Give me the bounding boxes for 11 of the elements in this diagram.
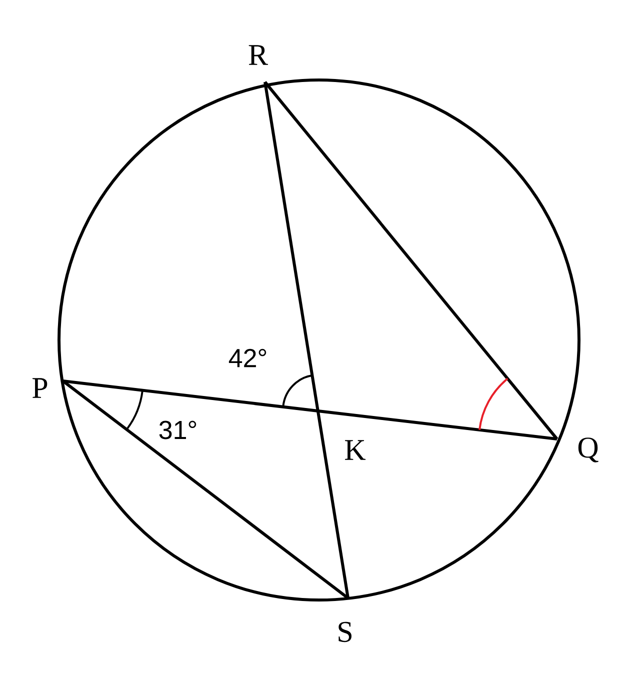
point-label: S [338, 622, 352, 642]
line-segment [264, 82, 350, 598]
point-label: K [345, 440, 366, 460]
point-label: R [248, 45, 268, 65]
line-segment [62, 380, 558, 440]
point-label: P [32, 378, 48, 398]
line-segment [62, 380, 349, 600]
angle-label: 42° [228, 348, 266, 368]
point-label: Q [578, 438, 598, 462]
line-segment [264, 81, 558, 440]
angle-label: 31° [159, 420, 196, 440]
